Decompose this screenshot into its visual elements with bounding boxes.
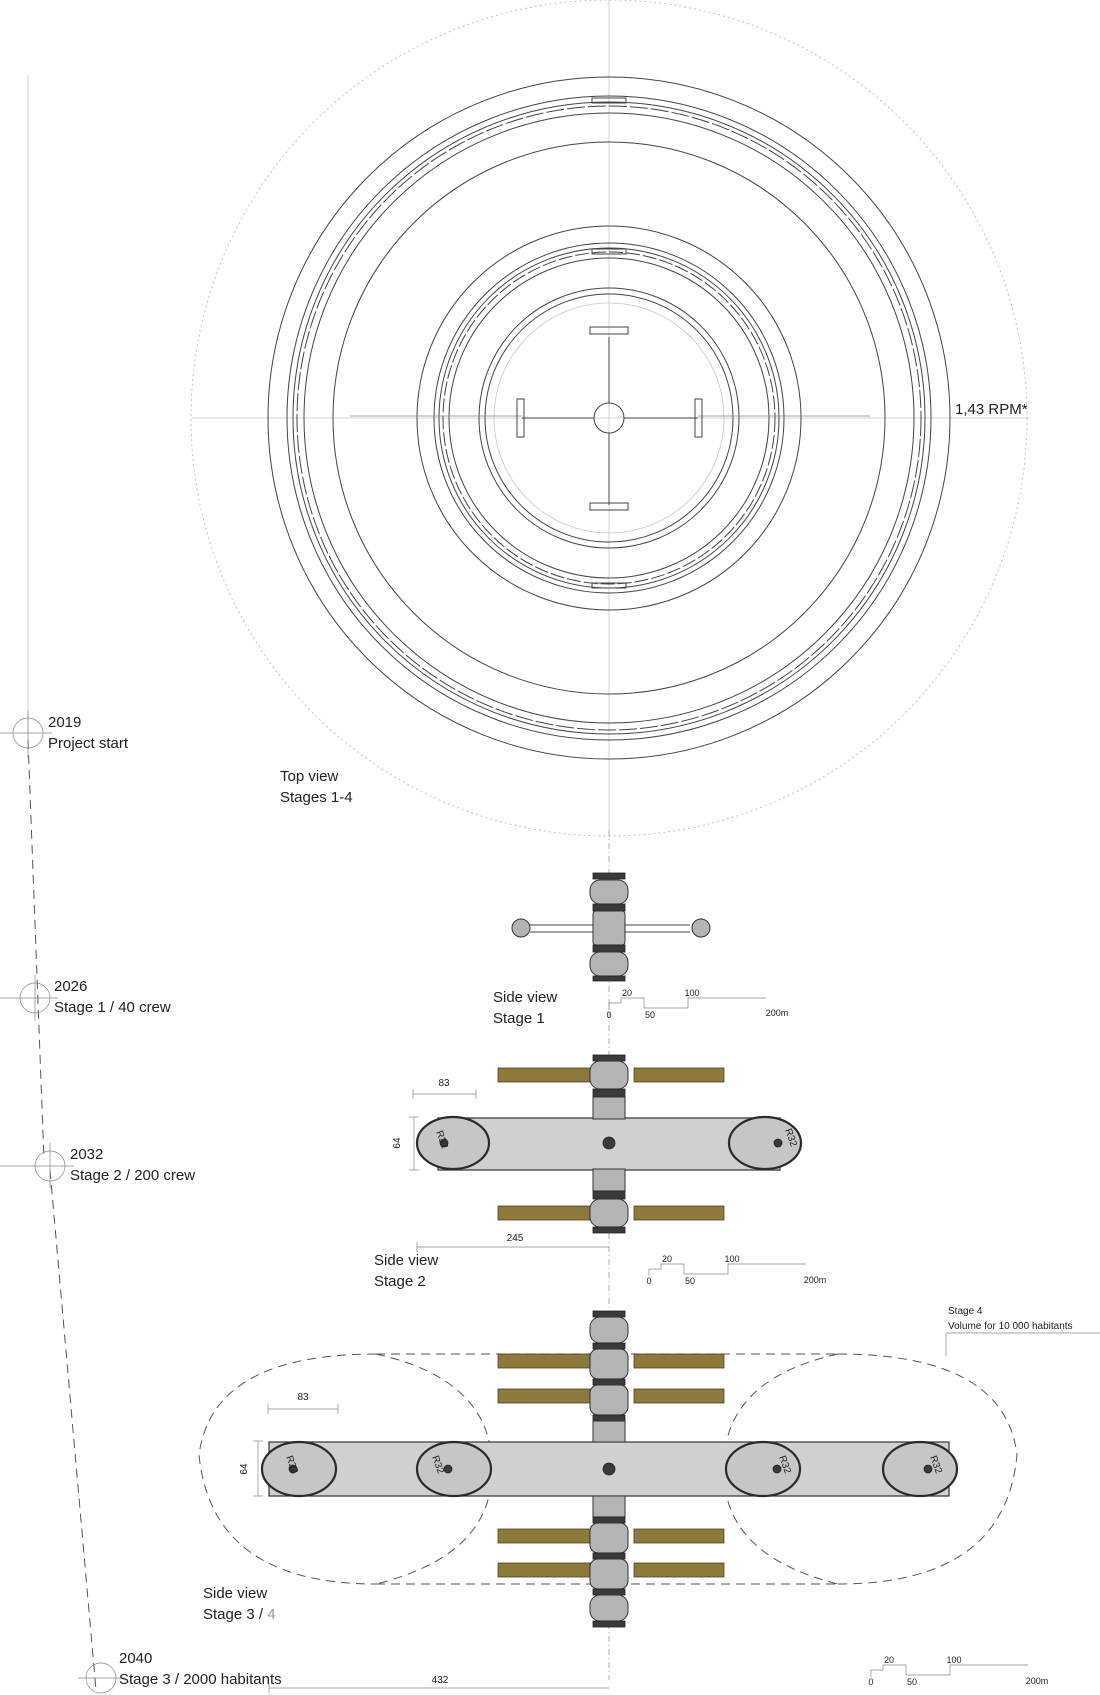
stage2-dim-top: 83 [438,1078,450,1089]
scale-bar-stage2: 0 20 50 100 200m [646,1254,826,1286]
svg-text:20: 20 [622,988,632,998]
stage2-title: Side view [374,1252,438,1269]
timeline-marker-2019: 2019 Project start [0,710,129,758]
timeline-year: 2019 [48,714,81,731]
scale-bar-stage1: 0 20 50 100 200m [606,988,788,1020]
svg-text:200m: 200m [766,1008,789,1018]
stage2-subtitle: Stage 2 [374,1273,426,1290]
timeline-marker-2032: 2032 Stage 2 / 200 crew [0,1143,195,1189]
stage1-subtitle: Stage 1 [493,1010,545,1027]
stage1-side-view: Side view Stage 1 [493,872,711,1027]
svg-text:0: 0 [646,1276,651,1286]
timeline-marker-2040: 2040 Stage 3 / 2000 habitants [78,1650,282,1694]
stage1-title: Side view [493,989,557,1006]
rotation-speed-label: 1,43 RPM* [955,401,1028,418]
svg-text:50: 50 [645,1010,655,1020]
stage3-side-view: 83 64 432 R32 R32 R32 R32 Side view Stag… [198,1310,1018,1693]
timeline-year: 2032 [70,1146,103,1163]
svg-text:20: 20 [884,1655,894,1665]
stage2-dim-height: 64 [392,1137,403,1149]
stage3-dim-top: 83 [297,1392,309,1403]
stage4-note-text: Volume for 10 000 habitants [948,1321,1073,1332]
svg-text:20: 20 [662,1254,672,1264]
top-view: 1,43 RPM* Top view Stages 1-4 [190,0,1030,837]
timeline-year: 2040 [119,1650,152,1667]
svg-text:200m: 200m [804,1275,827,1285]
svg-text:50: 50 [907,1677,917,1687]
svg-text:0: 0 [606,1010,611,1020]
timeline-year: 2026 [54,978,87,995]
svg-text:100: 100 [946,1655,961,1665]
svg-text:100: 100 [724,1254,739,1264]
timeline-label: Stage 3 / 2000 habitants [119,1671,282,1688]
timeline-label: Stage 2 / 200 crew [70,1167,195,1184]
timeline-label: Project start [48,735,129,752]
timeline-label: Stage 1 / 40 crew [54,999,171,1016]
stage4-note: Stage 4 Volume for 10 000 habitants [945,1306,1100,1356]
top-view-subtitle: Stages 1-4 [280,789,353,806]
stage2-side-view: 83 64 245 R32 R32 Side view Stage 2 [374,1054,803,1290]
stage3-dim-height: 64 [239,1463,250,1475]
timeline-marker-2026: 2026 Stage 1 / 40 crew [0,975,171,1021]
stage4-note-title: Stage 4 [948,1306,983,1317]
svg-text:0: 0 [868,1677,873,1687]
stage2-dim-length: 245 [507,1233,524,1244]
stage3-title: Side view [203,1585,267,1602]
timeline: 2019 Project start 2026 Stage 1 / 40 cre… [0,75,282,1694]
scale-bar-stage3: 0 20 50 100 200m [868,1655,1048,1687]
svg-text:200m: 200m [1026,1676,1049,1686]
svg-text:50: 50 [685,1276,695,1286]
top-view-title: Top view [280,768,339,785]
svg-text:100: 100 [684,988,699,998]
stage3-dim-length: 432 [432,1675,449,1686]
stage3-subtitle: Stage 3 / 4 [203,1606,276,1623]
